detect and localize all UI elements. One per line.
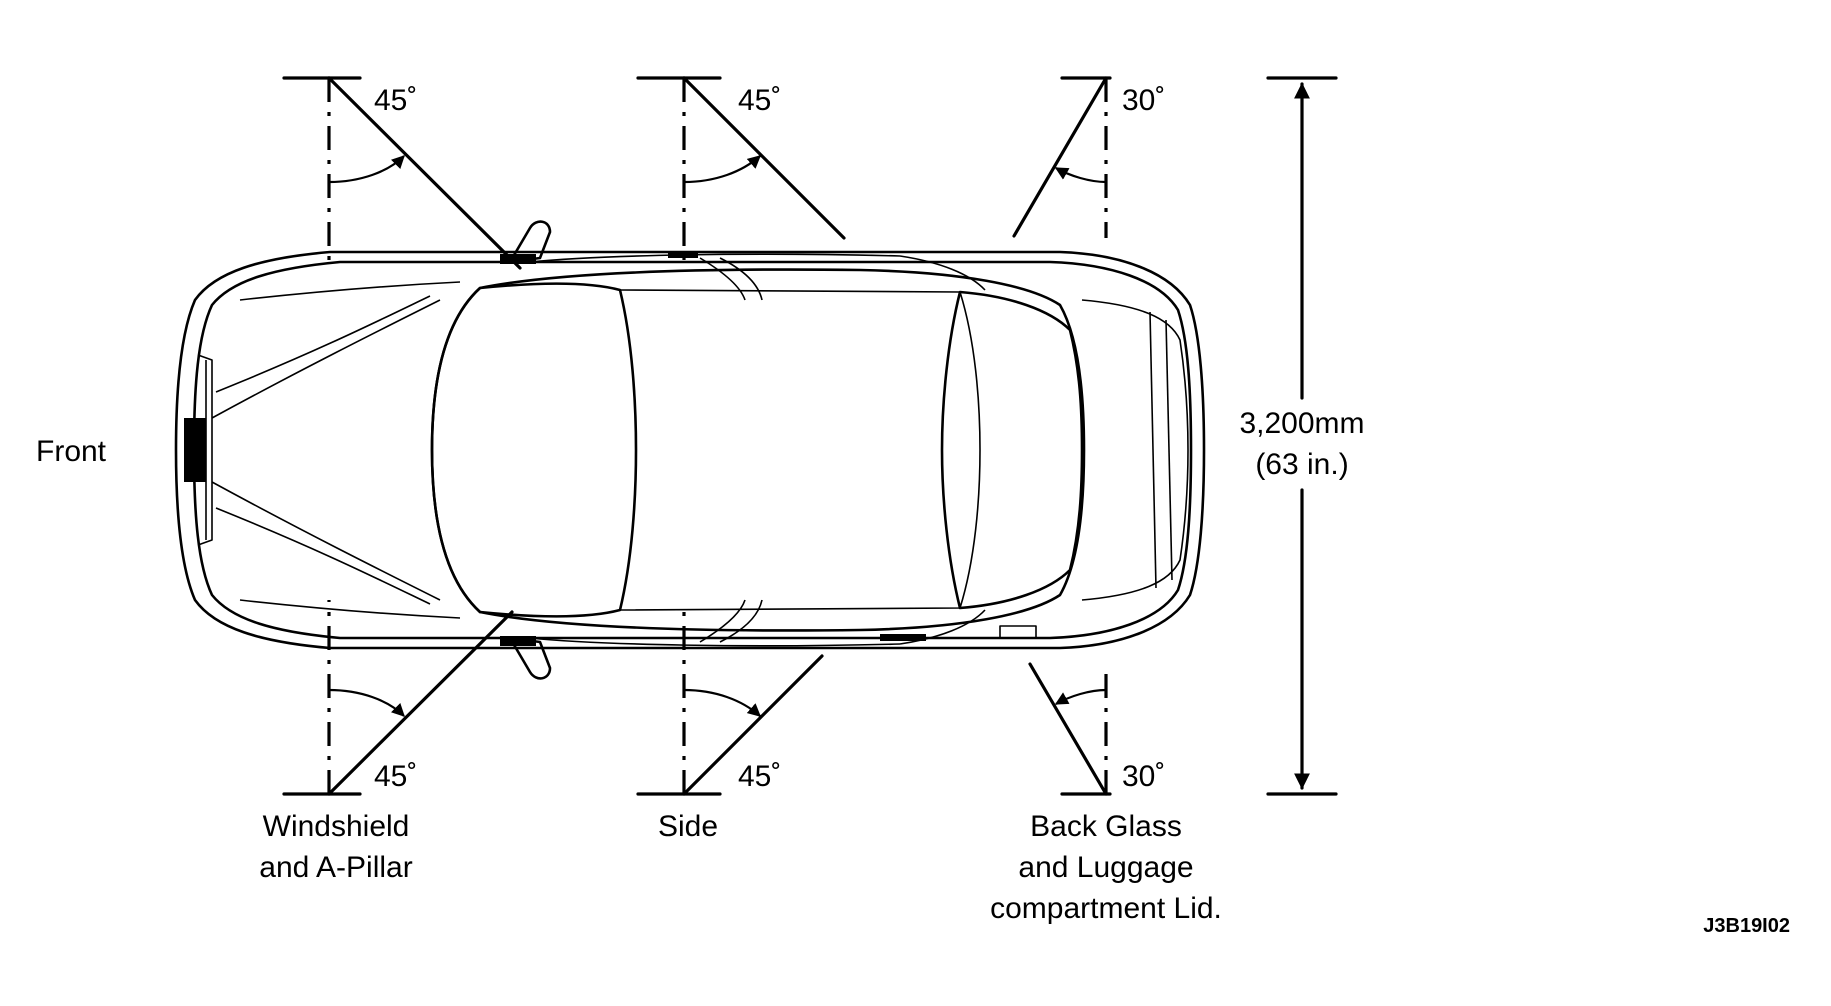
right-mirror [508, 636, 552, 680]
figure-code: J3B19I02 [1703, 915, 1790, 937]
back-label-line2: and Luggage [1018, 851, 1193, 884]
windshield-spray-top: 45˚ [282, 76, 522, 270]
back-label-line3: compartment Lid. [990, 892, 1222, 925]
door-handle [668, 251, 698, 258]
back-spray-bottom: 30˚ [1028, 662, 1165, 796]
angle-label: 45˚ [374, 84, 417, 117]
dimension-mm: 3,200mm [1239, 407, 1364, 440]
side-spray-top: 45˚ [636, 76, 846, 265]
windshield-spray-bottom: 45˚ [282, 600, 514, 796]
roof [619, 289, 981, 611]
angle-label: 30˚ [1122, 84, 1165, 117]
back-label-line1: Back Glass [1030, 810, 1182, 843]
grille [184, 418, 206, 482]
front-label: Front [36, 435, 107, 468]
car-body-outline [174, 250, 1206, 650]
angle-label: 45˚ [738, 760, 781, 793]
hood-lines [211, 299, 441, 419]
dimension-in: (63 in.) [1255, 448, 1348, 481]
back-spray-top: 30˚ [1012, 76, 1165, 238]
windshield [430, 282, 638, 618]
angle-label: 45˚ [738, 84, 781, 117]
rear-window [940, 290, 1084, 610]
angle-label: 45˚ [374, 760, 417, 793]
windshield-label-line1: Windshield [263, 810, 410, 843]
trunk-lid [1081, 299, 1189, 601]
car-top-view [174, 220, 1206, 680]
left-mirror [508, 220, 552, 264]
side-spray-bottom: 45˚ [636, 605, 824, 796]
angle-label: 30˚ [1122, 760, 1165, 793]
height-dimension: 3,200mm (63 in.) [1239, 76, 1365, 796]
windshield-label-line2: and A-Pillar [259, 851, 412, 884]
cabin-outline [430, 268, 1086, 632]
side-label: Side [658, 810, 718, 843]
